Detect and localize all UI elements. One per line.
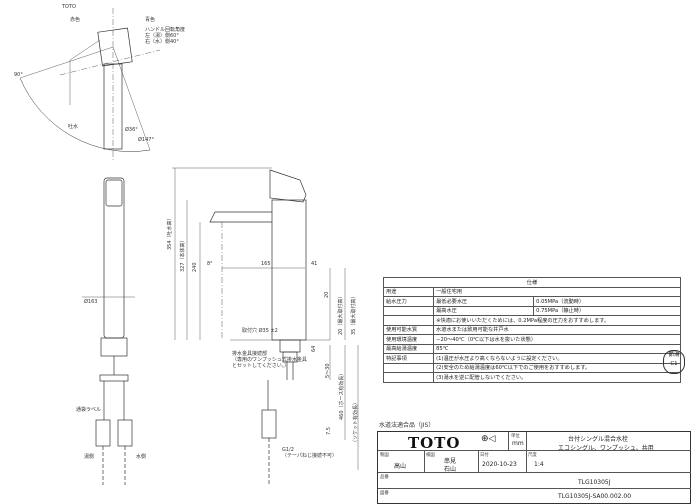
handle-angle-title: ハンドル回転角度	[145, 27, 186, 33]
blue-label: 青色	[145, 17, 156, 23]
dim-64: 64	[311, 345, 317, 352]
supply-cold-label: 水側	[136, 454, 147, 460]
spec-row: (3)湯水を逆に配管しないでください。	[382, 372, 681, 383]
toto-mark-label: TOTO	[62, 4, 76, 10]
dim-165: 165	[261, 261, 271, 267]
dim-163: Ø163	[84, 299, 98, 305]
drawing-no-value: TLG10305J-SA00.002.00	[558, 493, 632, 500]
scale-label: 尺度	[528, 453, 537, 458]
date-value: 2020-10-23	[482, 461, 517, 468]
checker-2: 石山	[444, 466, 457, 473]
unit-value: mm	[512, 440, 524, 447]
checker-label: 検図	[426, 453, 435, 458]
model-value: TLG10305J	[578, 479, 611, 486]
angle-label: 90°	[14, 72, 23, 78]
mark-label: 通袋ラベル	[76, 407, 102, 413]
dim-354: 354（吐水高）	[167, 215, 173, 250]
left-hot-angle: 左（湯）側60°	[145, 33, 179, 39]
dim-327: 327（本体高）	[180, 237, 186, 272]
handle-dia-label: Ø36°	[125, 127, 138, 133]
dim-41: 41	[311, 261, 318, 267]
stamp-line-2: C1	[670, 361, 678, 367]
unit-label: 単位	[511, 434, 520, 439]
dim-20-b: 20（最大取付高）	[338, 293, 344, 335]
dim-240: 240	[192, 262, 198, 272]
hose-vert-note: （ソケット有効長）	[353, 399, 359, 445]
water-saving-stamp: 節湯 C1	[663, 350, 685, 374]
drain-note-3: とセットしてください。）	[232, 363, 290, 369]
designer-name: 高山	[394, 463, 407, 470]
drain-note-2: （専用のワンプッシュ式排水金具	[232, 357, 307, 363]
product-name: 台付シングル混合水栓	[568, 436, 629, 443]
thread-note: （テーパねじ接続不可）	[282, 453, 337, 459]
mount-hole-label: 取付穴 Ø35 ±2	[242, 328, 278, 334]
toto-logo: TOTO	[408, 434, 461, 452]
arc-dia-label: Ø147°	[138, 137, 154, 143]
product-sub: エコシングル、ワンプッシュ、共用	[558, 445, 654, 452]
projection-symbol-icon: ⊕◁	[481, 434, 496, 444]
dim-8deg: 8°	[207, 261, 213, 267]
supply-hot-label: 湯側	[84, 454, 95, 460]
spout-label: 吐水	[68, 124, 79, 130]
thread-label: G1/2	[282, 447, 294, 453]
spec-row: 特記事項(1)温圧が水圧より高くならないように設定ください。	[382, 353, 681, 364]
dim-20-a: 20	[324, 291, 330, 298]
date-label: 日付	[480, 453, 489, 458]
spec-row: 用途一般住宅用	[382, 286, 681, 297]
top-view-outline	[19, 8, 161, 160]
designer-label: 製図	[380, 453, 389, 458]
dim-5-30: 5〜30	[325, 363, 331, 378]
spec-row: 使用環境温度−20〜40℃（0℃以下は水を抜いた状態）	[382, 334, 681, 345]
jis-label: 水道法適合品（JIS）	[379, 422, 435, 429]
scale-value: 1:4	[534, 461, 544, 468]
drain-note-1: 排水金具接続部	[232, 351, 268, 357]
right-cold-angle: 右（水）側40°	[145, 39, 179, 45]
dim-460: 460（ホース有効長）	[339, 370, 345, 420]
front-view-outline	[82, 177, 135, 485]
stamp-line-1: 節湯	[668, 352, 680, 358]
spec-row: ※快適にお使いいただくためには、0.2MPa程度の圧力をおすすめします。	[382, 315, 681, 326]
spec-row: (2)安全のため給湯温度は60℃以下でのご使用をおすすめします。	[382, 362, 681, 373]
title-block: TOTO ⊕◁ 単位 mm 台付シングル混合水栓 エコシングル、ワンプッシュ、共…	[377, 431, 691, 504]
spec-row: 使用可能水質水道水または飲用可能な井戸水	[382, 324, 681, 335]
checker-1: 串見	[444, 458, 457, 465]
side-view-outline	[172, 167, 359, 485]
dim-35: 35（最大取付高）	[351, 293, 357, 335]
model-label: 品番	[380, 475, 389, 480]
dim-7-5: 7.5	[326, 427, 332, 435]
spec-title: 仕様	[383, 277, 681, 288]
red-label: 赤色	[70, 17, 81, 23]
drawing-no-label: 図番	[380, 491, 389, 496]
